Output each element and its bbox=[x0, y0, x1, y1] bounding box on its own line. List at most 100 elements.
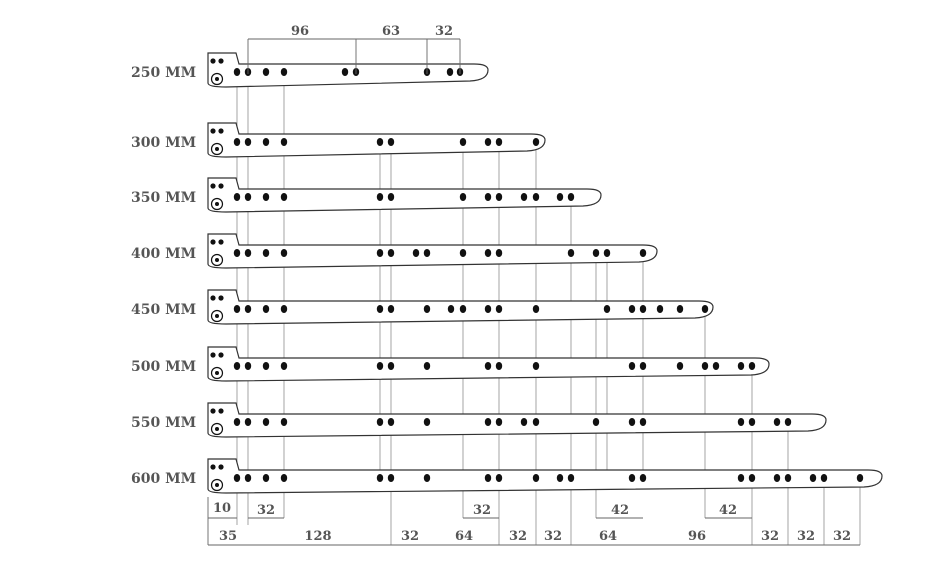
roller-center bbox=[215, 371, 219, 375]
roller-ring bbox=[210, 142, 224, 156]
bottom-dimension-value: 32 bbox=[473, 503, 491, 518]
drill-hole bbox=[628, 362, 636, 370]
mount-dot bbox=[210, 58, 216, 64]
rail-outline bbox=[207, 402, 827, 438]
drill-hole bbox=[280, 305, 288, 313]
drill-hole bbox=[639, 305, 647, 313]
roller-ring bbox=[210, 309, 224, 323]
drill-hole bbox=[495, 474, 503, 482]
chain-dimension-value: 32 bbox=[833, 529, 851, 544]
roller-center bbox=[215, 483, 219, 487]
drill-hole bbox=[280, 474, 288, 482]
drill-hole bbox=[387, 418, 395, 426]
drill-hole bbox=[495, 193, 503, 201]
rail-outline bbox=[207, 177, 602, 213]
drill-hole bbox=[280, 418, 288, 426]
drill-hole bbox=[737, 418, 745, 426]
drill-hole bbox=[459, 193, 467, 201]
drill-hole bbox=[484, 362, 492, 370]
drill-hole bbox=[233, 474, 241, 482]
mount-dot bbox=[210, 464, 216, 470]
bottom-dimension-value: 42 bbox=[719, 503, 737, 518]
drill-hole bbox=[233, 68, 241, 76]
drill-hole bbox=[495, 249, 503, 257]
drill-hole bbox=[532, 305, 540, 313]
drill-hole bbox=[628, 474, 636, 482]
chain-dimension-value: 128 bbox=[304, 529, 331, 544]
drill-hole bbox=[423, 474, 431, 482]
drill-hole bbox=[639, 474, 647, 482]
drill-hole bbox=[387, 362, 395, 370]
rail-length-label: 600 MM bbox=[131, 471, 196, 487]
mount-dot bbox=[218, 58, 224, 64]
drill-hole bbox=[748, 362, 756, 370]
runner-rail bbox=[207, 402, 827, 438]
roller-ring bbox=[210, 478, 224, 492]
drill-hole bbox=[387, 193, 395, 201]
drill-hole bbox=[376, 474, 384, 482]
drill-hole bbox=[701, 305, 709, 313]
drill-hole bbox=[341, 68, 349, 76]
drill-hole bbox=[484, 474, 492, 482]
mount-dot bbox=[210, 352, 216, 358]
drill-hole bbox=[484, 193, 492, 201]
bottom-dimension-value: 42 bbox=[611, 503, 629, 518]
drill-hole bbox=[773, 474, 781, 482]
drill-hole bbox=[532, 418, 540, 426]
top-dimension-value: 32 bbox=[435, 24, 453, 39]
mount-dot bbox=[210, 408, 216, 414]
drill-hole bbox=[520, 418, 528, 426]
roller-center bbox=[215, 427, 219, 431]
drill-hole bbox=[532, 193, 540, 201]
drill-hole bbox=[856, 474, 864, 482]
drill-hole bbox=[701, 362, 709, 370]
roller-center bbox=[215, 77, 219, 81]
mount-dot bbox=[210, 239, 216, 245]
mount-dot bbox=[218, 183, 224, 189]
drill-hole bbox=[712, 362, 720, 370]
drill-hole bbox=[376, 138, 384, 146]
drill-hole bbox=[639, 418, 647, 426]
drill-hole bbox=[446, 68, 454, 76]
rail-length-label: 450 MM bbox=[131, 302, 196, 318]
drill-hole bbox=[676, 362, 684, 370]
drill-hole bbox=[423, 362, 431, 370]
runner-rail bbox=[207, 458, 883, 494]
drill-hole bbox=[262, 249, 270, 257]
drill-hole bbox=[567, 249, 575, 257]
top-dimension-value: 96 bbox=[291, 24, 309, 39]
chain-dimension-value: 35 bbox=[219, 529, 237, 544]
runner-rail bbox=[207, 122, 546, 158]
drill-hole bbox=[387, 138, 395, 146]
drill-hole bbox=[233, 362, 241, 370]
drill-hole bbox=[820, 474, 828, 482]
runner-rail bbox=[207, 52, 489, 88]
drill-hole bbox=[628, 305, 636, 313]
mount-dot bbox=[218, 239, 224, 245]
chain-dimension-value: 64 bbox=[455, 529, 473, 544]
drill-hole bbox=[656, 305, 664, 313]
rail-outline bbox=[207, 233, 658, 269]
drill-hole bbox=[639, 362, 647, 370]
drill-hole bbox=[784, 474, 792, 482]
drill-hole bbox=[520, 193, 528, 201]
top-dimension-value: 63 bbox=[382, 24, 400, 39]
drill-hole bbox=[592, 418, 600, 426]
drill-hole bbox=[280, 249, 288, 257]
drill-hole bbox=[459, 305, 467, 313]
drill-hole bbox=[233, 305, 241, 313]
drill-hole bbox=[784, 418, 792, 426]
roller-center bbox=[215, 147, 219, 151]
drill-hole bbox=[748, 474, 756, 482]
mount-dot bbox=[210, 128, 216, 134]
rail-outline bbox=[207, 122, 546, 158]
drill-hole bbox=[376, 249, 384, 257]
drill-hole bbox=[447, 305, 455, 313]
roller-ring bbox=[210, 422, 224, 436]
drill-hole bbox=[532, 138, 540, 146]
drill-hole bbox=[423, 418, 431, 426]
drill-hole bbox=[484, 305, 492, 313]
rail-length-label: 400 MM bbox=[131, 246, 196, 262]
drill-hole bbox=[556, 474, 564, 482]
